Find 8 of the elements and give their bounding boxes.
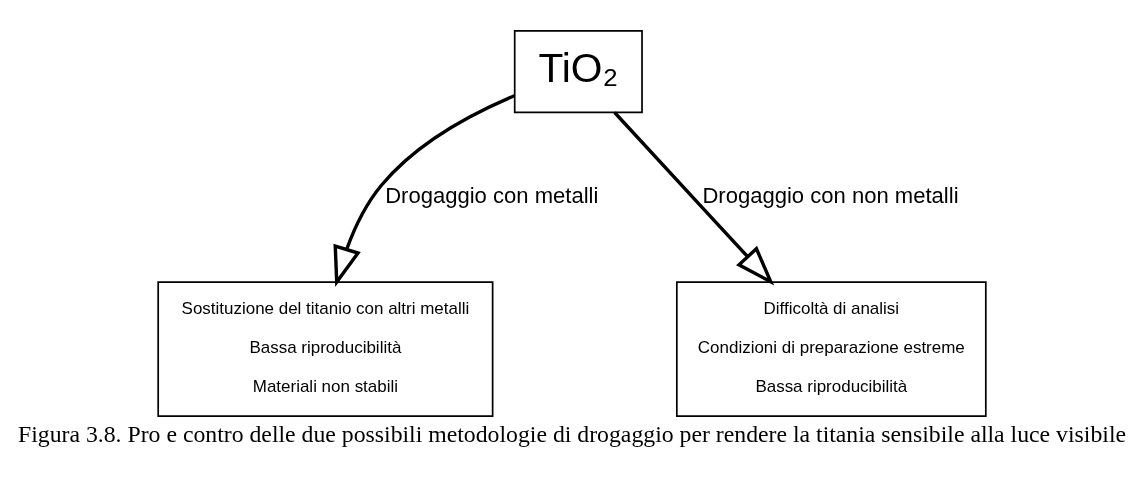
caption: Figura 3.8. Pro e contro delle due possibili metodologie di drogaggio per rendere la titania sensibile alla luce visibile xyxy=(17,420,1127,447)
node-box: Difficoltà di analisi Condizioni di preparazione estreme Bassa riproducibilità xyxy=(676,281,987,417)
edge-label: Drogaggio con metalli xyxy=(385,182,599,208)
edge-label: Drogaggio con non metalli xyxy=(702,182,959,208)
arrow xyxy=(333,94,516,287)
node-box: Sostituzione del titanio con altri metalli Bassa riproducibilità Materiali non stabili xyxy=(157,281,494,417)
node-box: TiO₂ xyxy=(513,29,643,114)
arrow xyxy=(613,111,775,286)
